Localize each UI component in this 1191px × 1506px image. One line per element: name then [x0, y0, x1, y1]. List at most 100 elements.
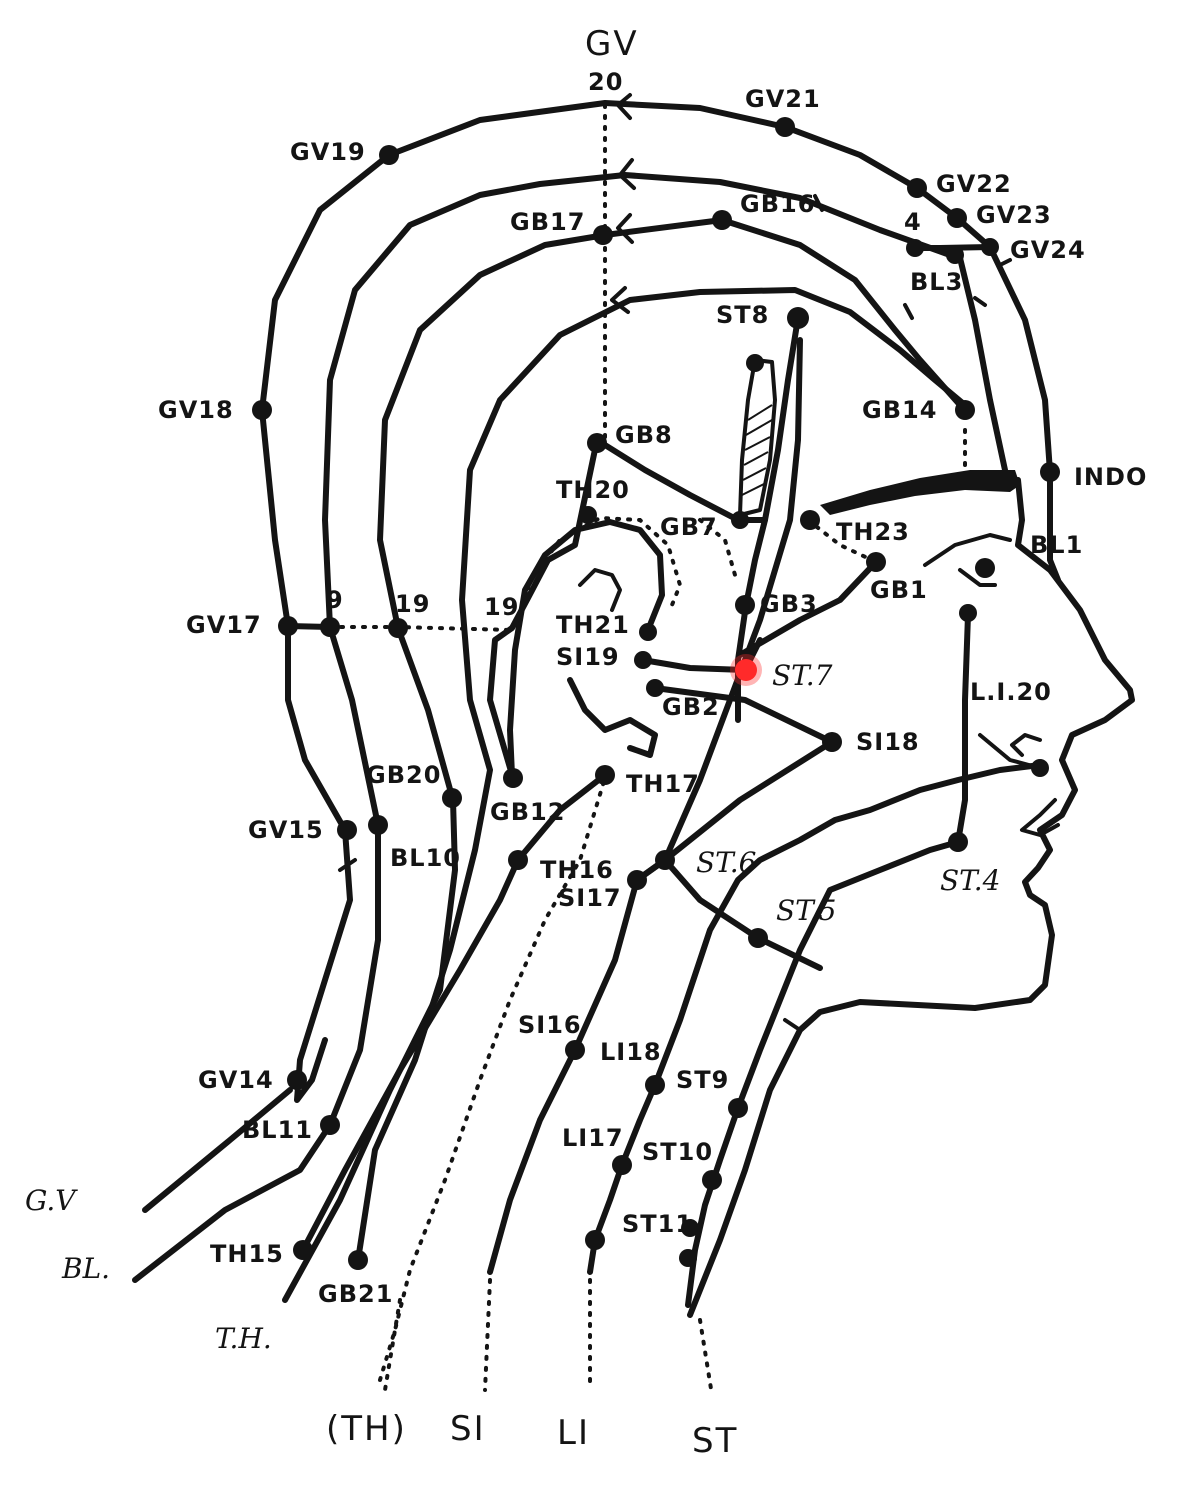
point-st6 — [655, 850, 675, 870]
gb-arc-2 — [355, 287, 968, 1263]
label-bl1: BL1 — [1030, 531, 1083, 559]
point-si17 — [627, 870, 647, 890]
point-gb8 — [587, 433, 607, 453]
highlighted-point-st7 — [735, 659, 757, 681]
label-st7: ST.7 — [772, 659, 833, 692]
meridian-label-si: SI — [450, 1409, 486, 1449]
ear-lobe — [567, 677, 658, 758]
gv-meridian — [259, 100, 1061, 1103]
label-bl3: BL3 — [910, 268, 963, 296]
th-bottom-dotted — [383, 1298, 402, 1392]
pupil-icon — [975, 558, 995, 578]
point-gb12 — [503, 768, 523, 788]
label-gv14: GV14 — [198, 1066, 274, 1094]
face-profile — [687, 477, 1135, 1318]
side-label-gv: G.V — [25, 1184, 78, 1217]
label-si17: SI17 — [558, 884, 622, 912]
eye — [923, 533, 1012, 587]
temple-hatch-lines — [741, 404, 773, 496]
label-gv20: 20 — [588, 68, 623, 96]
label-gb1: GB1 — [870, 576, 928, 604]
ear-dashed-helix — [518, 515, 737, 622]
label-bl10: BL10 — [390, 844, 461, 872]
point-gv19 — [379, 145, 399, 165]
label-gb17: GB17 — [510, 208, 585, 236]
st-meridian — [685, 612, 971, 1308]
point-st8 — [787, 307, 809, 329]
point-th20 — [579, 506, 597, 524]
temple-hatch — [738, 358, 777, 517]
gv17-dotted-horizontal — [328, 625, 514, 632]
nostril — [1010, 733, 1042, 757]
point-gv17 — [278, 616, 298, 636]
point-gv14 — [287, 1070, 307, 1090]
jaw-line — [634, 857, 823, 971]
li-meridian — [587, 762, 1043, 1275]
meridian-label-li: LI — [557, 1413, 590, 1453]
point-th16 — [508, 850, 528, 870]
point-gb3 — [735, 595, 755, 615]
st8-to-gb7 — [735, 315, 801, 723]
label-si19: SI19 — [556, 643, 620, 671]
point-th17 — [595, 765, 615, 785]
label-gb16: GB16 — [740, 190, 815, 218]
label-st9: ST9 — [676, 1066, 729, 1094]
ear-inner — [578, 568, 622, 612]
side-labels: G.V BL. T.H. — [25, 1184, 272, 1355]
point-li16 — [585, 1230, 605, 1250]
point-gv21 — [775, 117, 795, 137]
label-th21: TH21 — [556, 611, 630, 639]
point-bl9 — [320, 617, 340, 637]
point-gb20 — [442, 788, 462, 808]
point-bl1-face — [959, 604, 977, 622]
point-li18 — [645, 1075, 665, 1095]
point-gv22 — [907, 178, 927, 198]
point-si18 — [822, 732, 842, 752]
label-nine: 9 — [326, 586, 344, 614]
label-li20: L.I.20 — [970, 678, 1052, 706]
gv-lower — [142, 1087, 293, 1213]
meridian-label-st: ST — [692, 1421, 738, 1461]
label-st8: ST8 — [716, 301, 769, 329]
point-bl4 — [906, 239, 924, 257]
label-st5: ST.5 — [776, 894, 836, 927]
lips — [1020, 798, 1060, 837]
point-gb1 — [866, 552, 886, 572]
label-st11: ST11 — [622, 1210, 693, 1238]
li20-connector — [978, 733, 1042, 770]
point-gb19 — [388, 618, 408, 638]
side-label-bl: BL. — [61, 1252, 110, 1285]
label-st10: ST10 — [642, 1138, 713, 1166]
label-gb21: GB21 — [318, 1280, 393, 1308]
label-th15: TH15 — [210, 1240, 284, 1268]
point-th15 — [293, 1240, 313, 1260]
point-st5 — [748, 928, 768, 948]
point-bl10 — [368, 815, 388, 835]
point-st11 — [681, 1219, 699, 1237]
label-gb2: GB2 — [662, 693, 720, 721]
label-th20: TH20 — [556, 476, 630, 504]
si19-to-gb3 — [640, 637, 763, 673]
point-hatch-top — [746, 354, 764, 372]
meridian-label-th: (TH) — [326, 1409, 407, 1449]
label-gb8: GB8 — [615, 421, 673, 449]
point-gb16 — [712, 210, 732, 230]
point-gv24 — [981, 238, 999, 256]
point-li20 — [1031, 759, 1049, 777]
label-st6: ST.6 — [696, 846, 756, 879]
point-th21 — [639, 623, 657, 641]
point-gv18 — [252, 400, 272, 420]
label-gb20: GB20 — [366, 761, 441, 789]
label-gb3: GB3 — [760, 590, 818, 618]
label-gv17: GV17 — [186, 611, 262, 639]
point-gb2 — [646, 679, 664, 697]
label-bl11: BL11 — [242, 1116, 313, 1144]
bl-meridian — [132, 172, 953, 1283]
label-nineteen-b: 19 — [484, 593, 519, 621]
label-gv21: GV21 — [745, 85, 821, 113]
point-st9 — [728, 1098, 748, 1118]
point-gb14 — [955, 400, 975, 420]
point-gb7 — [731, 511, 749, 529]
gb2-to-si18 — [652, 685, 835, 745]
point-st4 — [948, 832, 968, 852]
